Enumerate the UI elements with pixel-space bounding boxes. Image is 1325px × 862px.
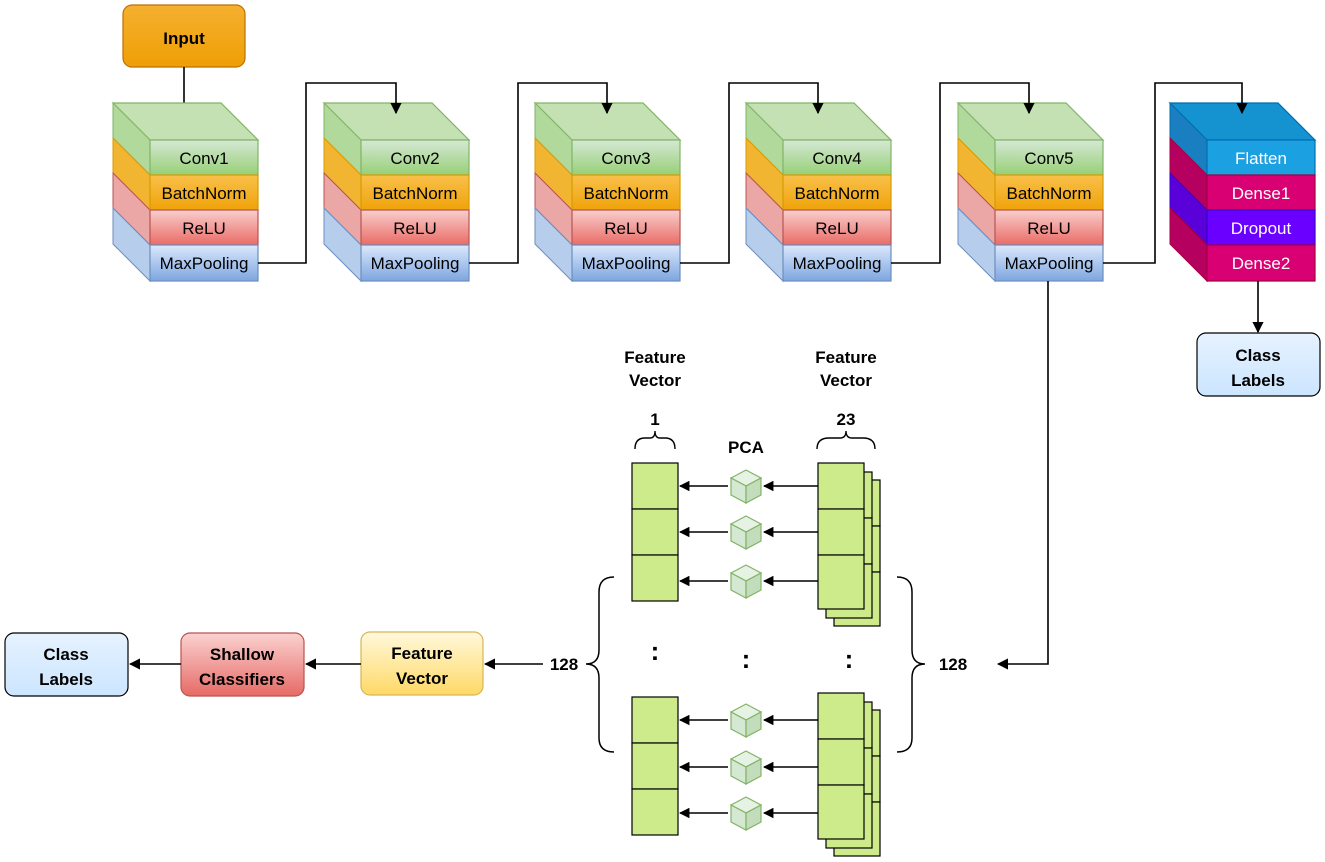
maxpooling-label: MaxPooling (793, 254, 882, 273)
cube-icon (729, 515, 763, 550)
feature-vector-count: 1 (650, 410, 659, 429)
cube-icon (729, 750, 763, 785)
dropout-label: Dropout (1231, 219, 1292, 238)
block-connectors (258, 82, 1264, 670)
brace-right (896, 576, 926, 753)
conv-label: Conv1 (179, 149, 228, 168)
feature-vector-title-line2: Vector (820, 371, 872, 390)
batchnorm-label: BatchNorm (161, 184, 246, 203)
cnn-block-1: Conv1 BatchNorm ReLU MaxPooling (111, 101, 260, 283)
cube-icon (729, 469, 763, 504)
pca-reductions (678, 469, 818, 831)
shallow-classifiers-line2: Classifiers (199, 670, 285, 689)
feature-column-left-top (631, 462, 679, 602)
feature-vector-title-line1: Feature (815, 348, 876, 367)
batchnorm-label: BatchNorm (1006, 184, 1091, 203)
conv-label: Conv5 (1024, 149, 1073, 168)
dense-head-block: Flatten Dense1 Dropout Dense2 (1168, 101, 1317, 283)
cnn-block-4: Conv4 BatchNorm ReLU MaxPooling (744, 101, 893, 283)
class-labels-bottom: Class Labels (4, 632, 129, 697)
relu-label: ReLU (604, 219, 647, 238)
pca-row (678, 703, 818, 738)
feature-vector-title-line1: Feature (624, 348, 685, 367)
relu-label: ReLU (393, 219, 436, 238)
class-labels-line1: Class (1235, 346, 1280, 365)
dense1-label: Dense1 (1232, 184, 1291, 203)
cube-icon (729, 796, 763, 831)
input-node: Input (122, 4, 246, 68)
brace-top (634, 430, 676, 450)
pca-row (678, 469, 818, 504)
pca-row (678, 515, 818, 550)
pca-row (678, 750, 818, 785)
pca-row (678, 564, 818, 599)
feature-stack-right-bottom (817, 692, 881, 857)
feature-column-left-bottom (631, 696, 679, 836)
batchnorm-label: BatchNorm (583, 184, 668, 203)
feature-vector-node: Feature Vector (360, 631, 484, 696)
cnn-block-2: Conv2 BatchNorm ReLU MaxPooling (322, 101, 471, 283)
flatten-label: Flatten (1235, 149, 1287, 168)
feature-vector-1-header: Feature Vector 1 (624, 348, 686, 450)
cnn-block-3: Conv3 BatchNorm ReLU MaxPooling (533, 101, 682, 283)
ellipsis-middle: : (742, 644, 751, 674)
batchnorm-label: BatchNorm (794, 184, 879, 203)
relu-label: ReLU (182, 219, 225, 238)
pca-label: PCA (728, 438, 764, 457)
batchnorm-label: BatchNorm (372, 184, 457, 203)
conv-label: Conv4 (812, 149, 861, 168)
ellipsis-left: : (651, 636, 660, 666)
relu-label: ReLU (1027, 219, 1070, 238)
cube-icon (729, 564, 763, 599)
ellipsis-right: : (845, 644, 854, 674)
maxpooling-label: MaxPooling (371, 254, 460, 273)
feature-vector-line2: Vector (396, 669, 448, 688)
conv-label: Conv2 (390, 149, 439, 168)
conv-label: Conv3 (601, 149, 650, 168)
cube-icon (729, 703, 763, 738)
class-labels-line1: Class (43, 645, 88, 664)
dims-right-label: 128 (939, 655, 967, 674)
shallow-classifiers-node: Shallow Classifiers (180, 632, 305, 697)
cnn-block-5: Conv5 BatchNorm ReLU MaxPooling (956, 101, 1105, 283)
feature-vector-count: 23 (837, 410, 856, 429)
maxpooling-label: MaxPooling (582, 254, 671, 273)
feature-stack-right-top (817, 462, 881, 627)
maxpooling-label: MaxPooling (160, 254, 249, 273)
class-labels-top: Class Labels (1196, 332, 1321, 397)
relu-label: ReLU (815, 219, 858, 238)
class-labels-line2: Labels (1231, 371, 1285, 390)
shallow-classifiers-line1: Shallow (210, 645, 275, 664)
dims-left-label: 128 (550, 655, 578, 674)
maxpooling-label: MaxPooling (1005, 254, 1094, 273)
feature-vector-title-line2: Vector (629, 371, 681, 390)
brace-left (585, 576, 615, 753)
class-labels-line2: Labels (39, 670, 93, 689)
feature-vector-line1: Feature (391, 644, 452, 663)
pca-row (678, 796, 818, 831)
dense2-label: Dense2 (1232, 254, 1291, 273)
brace-top (816, 430, 876, 450)
input-label: Input (163, 29, 205, 48)
feature-vector-23-header: Feature Vector 23 (815, 348, 877, 450)
